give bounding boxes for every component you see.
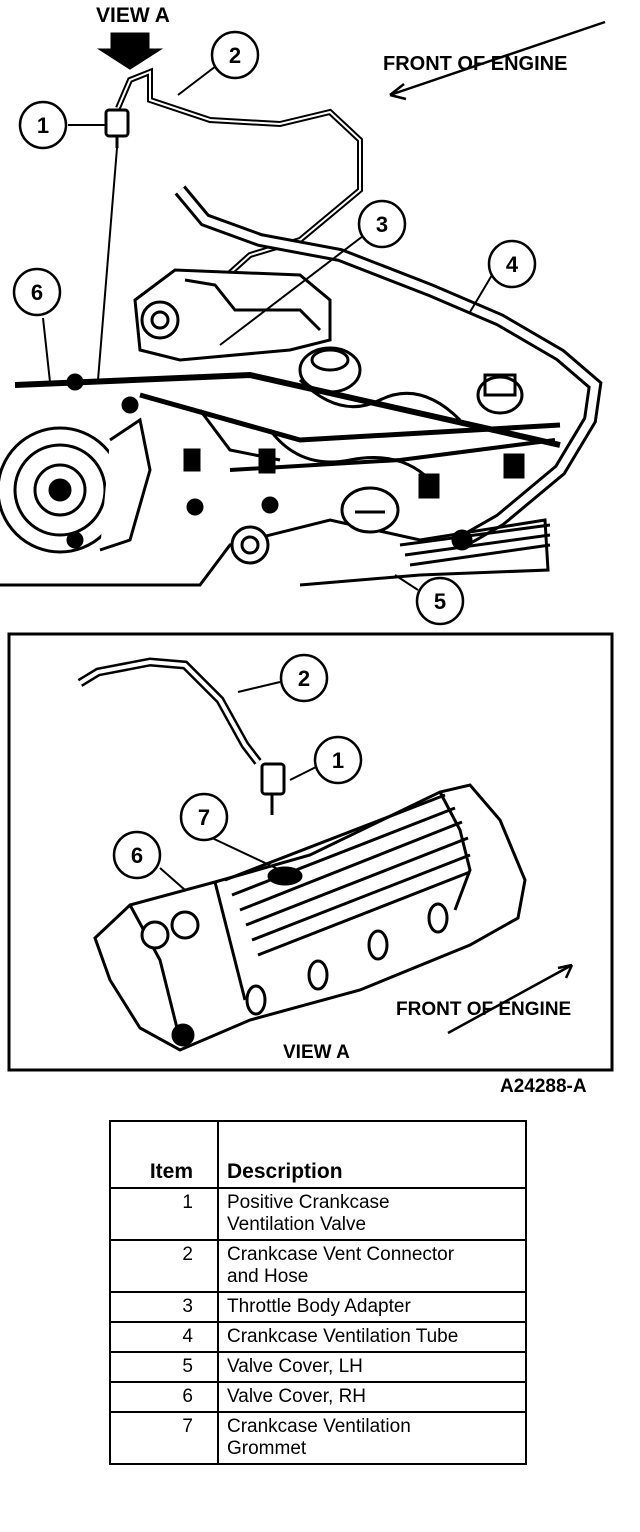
callouts-top: 1 2 3 4 5 6: [12, 30, 537, 626]
table-row: 3 Throttle Body Adapter: [109, 1291, 527, 1323]
callout-leaders-inset: [159, 681, 319, 891]
callout-2-top: 2: [229, 43, 241, 68]
legend-item-number: 2: [109, 1239, 219, 1293]
callout-7-inset: 7: [198, 805, 210, 830]
callouts-inset: 2 1 7 6: [112, 653, 363, 880]
legend-item-description: Valve Cover, LH: [217, 1351, 527, 1383]
callout-6-top: 6: [31, 280, 43, 305]
view-a-label-top: VIEW A: [96, 4, 170, 27]
legend-header-item: Item: [109, 1120, 219, 1189]
front-of-engine-label-top: FRONT OF ENGINE: [383, 53, 567, 75]
legend-header-row: Item Description: [109, 1120, 527, 1189]
front-arrow-inset: [447, 963, 574, 1035]
throttle-body: [133, 268, 332, 362]
legend-item-description: Crankcase Ventilation Tube: [217, 1321, 527, 1353]
callout-3-top: 3: [376, 212, 388, 237]
table-row: 4 Crankcase Ventilation Tube: [109, 1321, 527, 1353]
table-row: 6 Valve Cover, RH: [109, 1381, 527, 1413]
legend-item-number: 6: [109, 1381, 219, 1413]
pcv-valve: [104, 108, 130, 138]
callout-4-top: 4: [506, 252, 519, 277]
callout-5-top: 5: [434, 589, 446, 614]
front-arrow-top: [389, 20, 606, 101]
view-a-label-inset: VIEW A: [283, 1042, 350, 1063]
oil-cap: [340, 486, 400, 534]
engine-illustration: [0, 32, 603, 587]
inset-illustration: [77, 657, 527, 1052]
legend-item-description: Valve Cover, RH: [217, 1381, 527, 1413]
legend-item-number: 7: [109, 1411, 219, 1465]
callout-1-inset: 1: [332, 748, 344, 773]
figure-id: A24288-A: [500, 1076, 587, 1097]
legend-item-number: 3: [109, 1291, 219, 1323]
legend-item-number: 5: [109, 1351, 219, 1383]
legend-item-description: Throttle Body Adapter: [217, 1291, 527, 1323]
inset-frame: [7, 632, 614, 1072]
callout-2-inset: 2: [298, 666, 310, 691]
callout-leaders-top: [42, 65, 493, 591]
legend-item-number: 1: [109, 1187, 219, 1241]
legend-header-description: Description: [217, 1120, 527, 1189]
fuel-rail: [14, 371, 561, 448]
callout-1-top: 1: [37, 113, 49, 138]
legend-item-number: 4: [109, 1321, 219, 1353]
callout-6-inset: 6: [131, 843, 143, 868]
front-of-engine-label-inset: FRONT OF ENGINE: [396, 999, 571, 1020]
table-row: 5 Valve Cover, LH: [109, 1351, 527, 1383]
view-a-arrow: [96, 32, 164, 70]
